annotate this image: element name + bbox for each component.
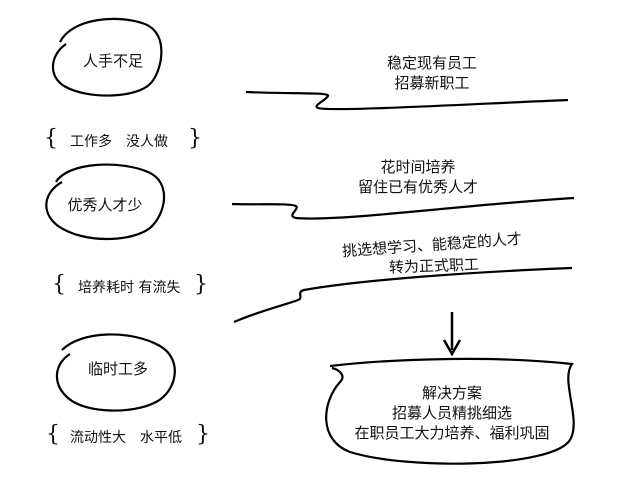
action-1-line1: 稳定现有员工 (386, 54, 478, 72)
arrow-zigzag-2 (231, 196, 575, 220)
problem-reason-3: 流动性大 水平低 (70, 430, 182, 446)
solution-bag (325, 357, 575, 465)
solution-line-3: 在职员工大力培养、福利巩固 (354, 424, 550, 442)
brace-open-2: { (52, 272, 66, 297)
brace-close-3: } (196, 422, 210, 447)
action-2-line2: 留住已有优秀人才 (357, 178, 479, 196)
problem-label-2: 优秀人才少 (67, 196, 143, 214)
arrow-zigzag-1 (245, 90, 569, 111)
problem-label-3: 临时工多 (87, 360, 149, 378)
problem-label-1: 人手不足 (82, 52, 144, 70)
solution-line-2: 招募人员精挑细选 (391, 404, 513, 422)
brace-close-2: } (194, 272, 208, 297)
brace-open-1: { (44, 126, 58, 151)
action-2-line1: 花时间培养 (380, 158, 456, 176)
brace-close-1: } (188, 126, 202, 151)
solution-title: 解决方案 (421, 384, 483, 402)
arrow-zigzag-3 (233, 266, 573, 324)
problem-blob-1 (51, 17, 163, 97)
action-3-line2: 转为正式职工 (388, 255, 480, 277)
problem-blob-3 (55, 333, 176, 412)
problem-blob-2 (45, 163, 166, 241)
down-arrow-head (442, 339, 462, 357)
brace-open-3: { (46, 422, 60, 447)
problem-reason-2: 培养耗时 有流失 (78, 280, 181, 296)
action-1-line2: 招募新职工 (394, 74, 470, 92)
problem-reason-1: 工作多 没人做 (70, 134, 168, 150)
